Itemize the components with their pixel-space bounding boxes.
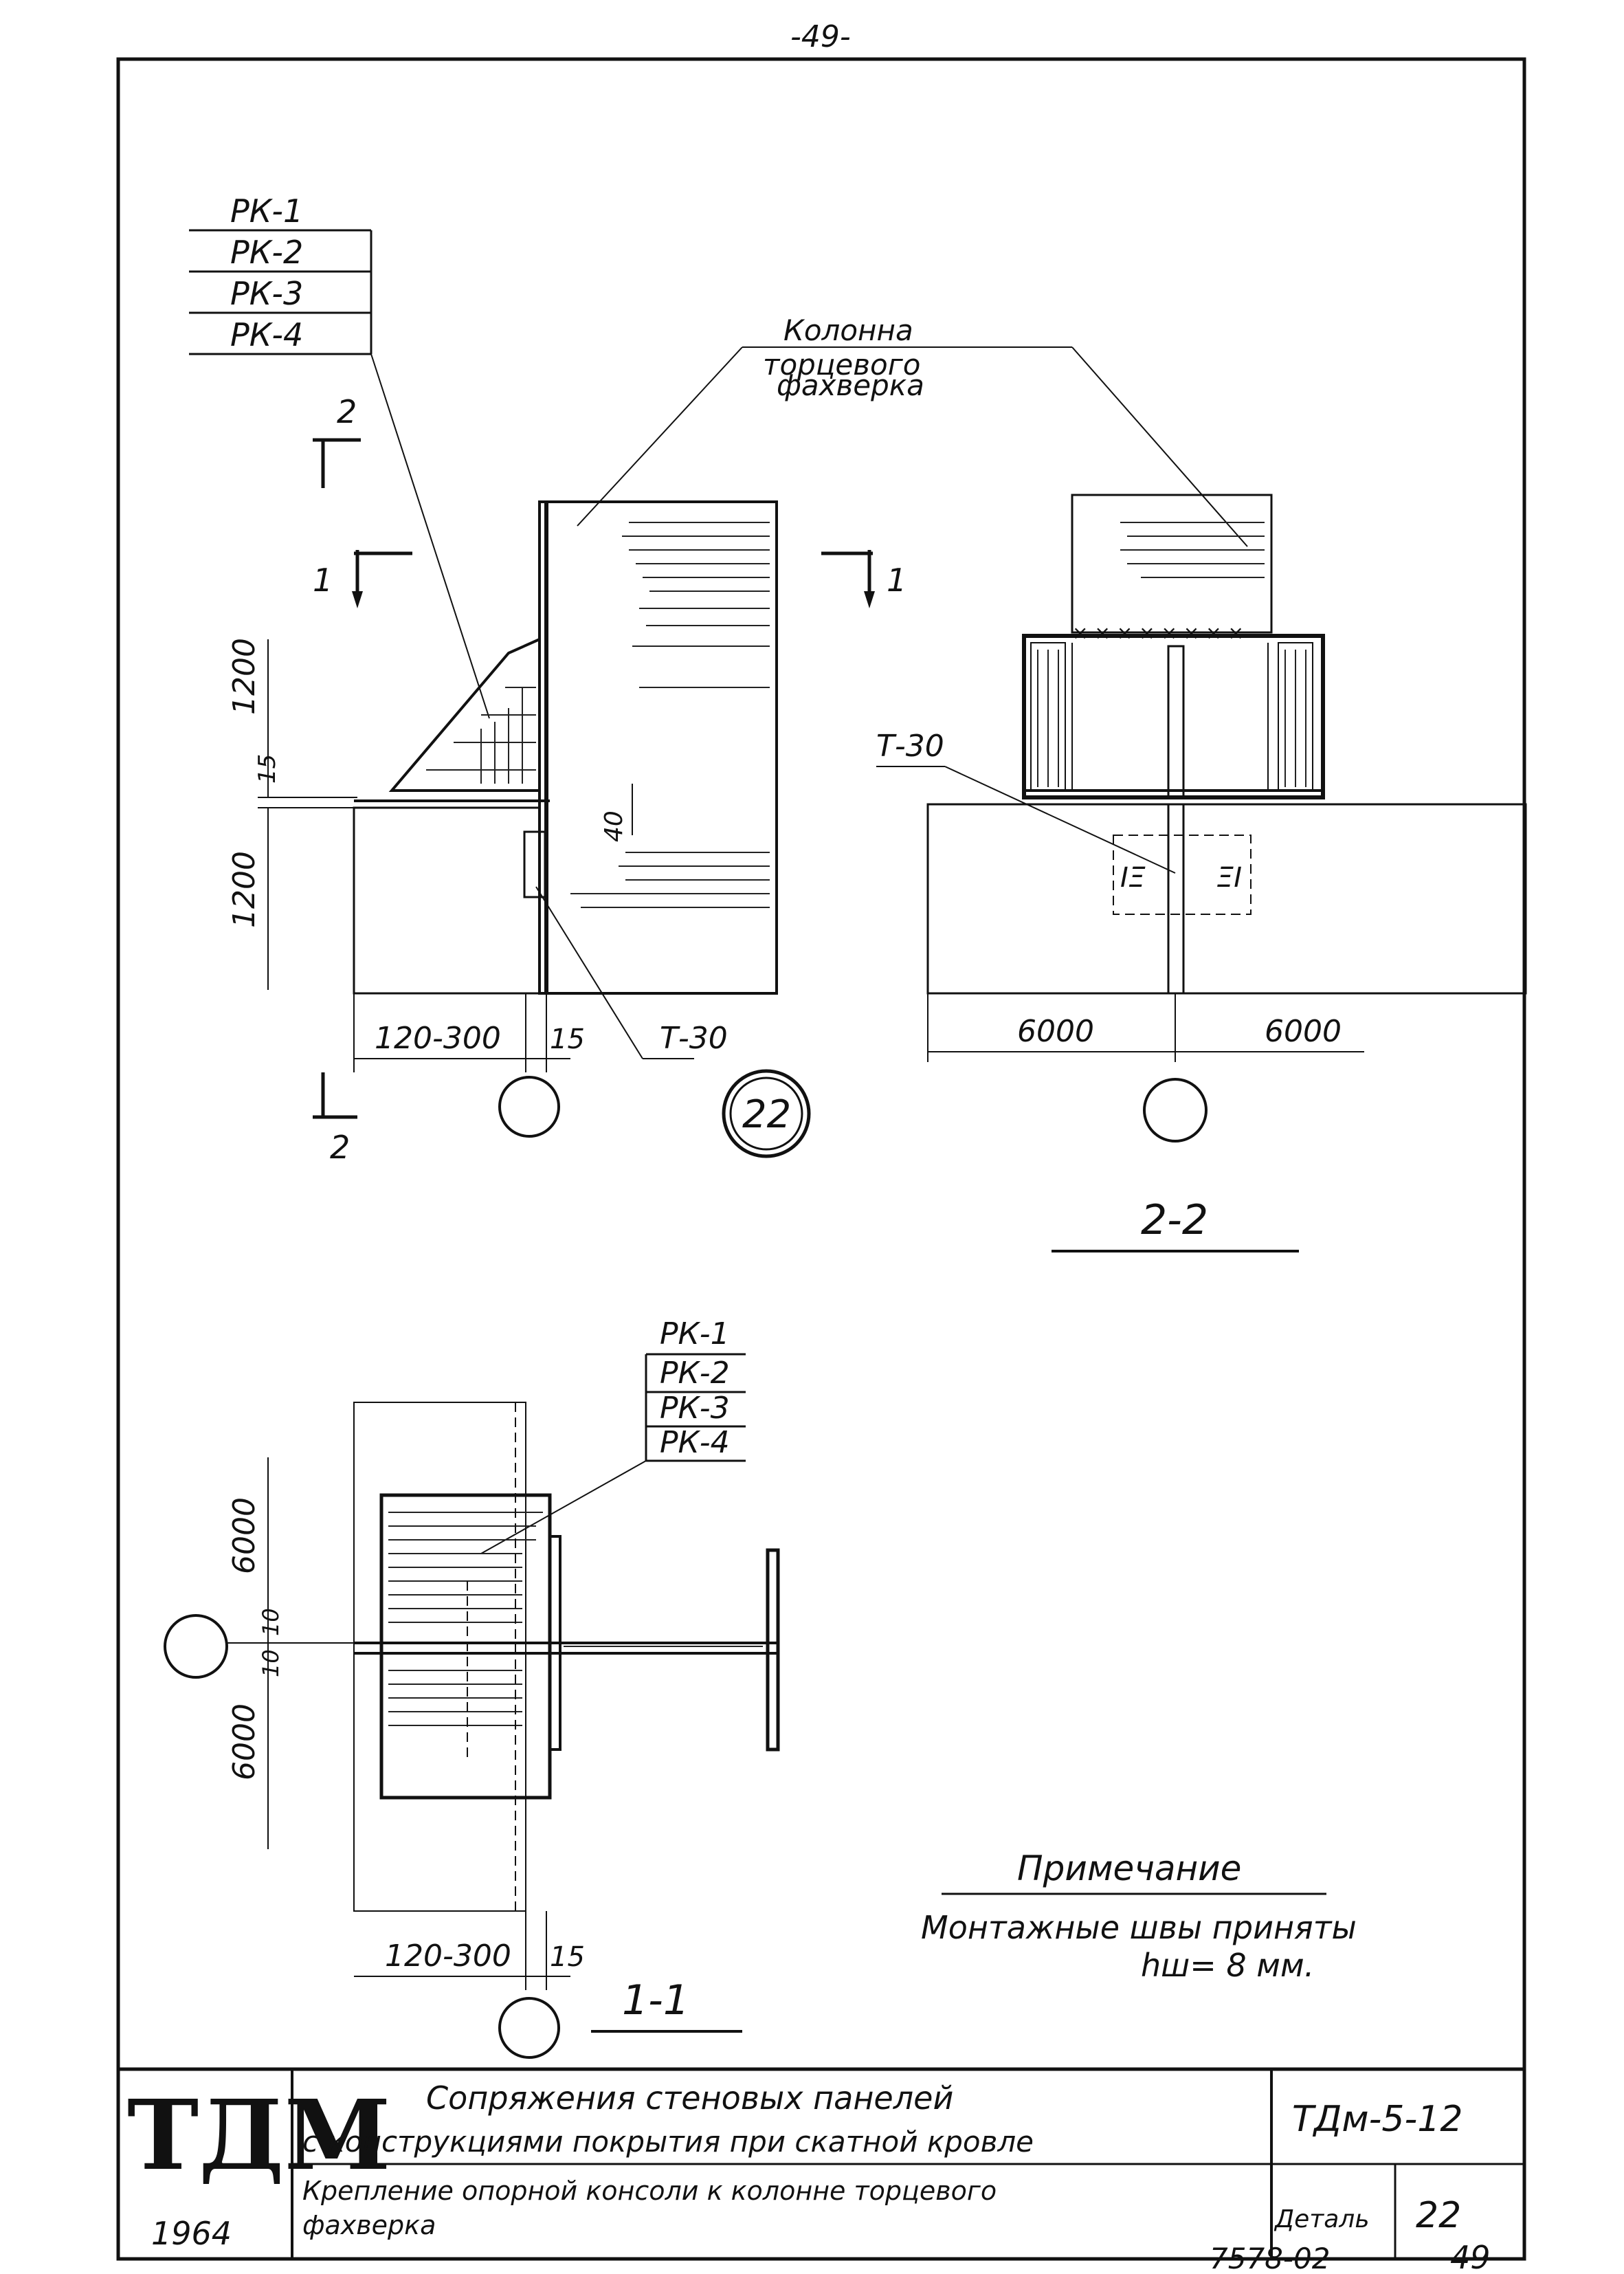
column-label-line1: Колонна <box>783 313 913 347</box>
section-mark-1-right: 1 <box>821 550 906 608</box>
subtitle-line2: фахверка <box>302 2210 436 2240</box>
title-block-year: 1964 <box>151 2215 232 2252</box>
dim-6000-right: 6000 <box>1265 1014 1342 1049</box>
panel-label-rk1-top: РК-1 <box>230 192 303 230</box>
axis-bubble-plan-left <box>164 1614 228 1679</box>
note-line2: hш= 8 мм. <box>1141 1947 1314 1984</box>
panel-label-rk4-bottom: РК-4 <box>660 1425 730 1460</box>
section-2-2-view: × × × × × × × × ΙΞ ΞΙ Т-30 6000 6000 2-2 <box>876 494 1527 1252</box>
section-mark-1-left-label: 1 <box>313 562 333 599</box>
dim-6000-plan-upper: 6000 <box>227 1497 262 1574</box>
dim-120-300-bottom: 120-300 <box>385 1939 511 1974</box>
subtitle-line1: Крепление опорной консоли к колонне торц… <box>302 2176 997 2206</box>
panel-label-rk2-bottom: РК-2 <box>660 1356 730 1391</box>
note-block: Примечание Монтажные швы приняты hш= 8 м… <box>921 1848 1357 1984</box>
console-bracket <box>388 637 541 792</box>
note-title: Примечание <box>1017 1848 1241 1888</box>
column-body-elevation <box>538 500 778 995</box>
column-hatch <box>570 522 770 908</box>
axis-bubble-elevation <box>498 1076 560 1138</box>
lower-panels-2-2 <box>926 803 1527 995</box>
panel-label-rk3-bottom: РК-3 <box>660 1391 730 1426</box>
section-mark-1-right-label: 1 <box>887 562 906 599</box>
dim-6000-plan-lower: 6000 <box>227 1703 262 1780</box>
dim-15-left: 15 <box>254 754 281 784</box>
svg-text:ΞΙ: ΞΙ <box>1216 862 1242 894</box>
section-mark-2-lower-label: 2 <box>330 1129 350 1166</box>
t30-label-left: Т-30 <box>660 1021 728 1056</box>
column-upper-2-2 <box>1071 494 1273 634</box>
dim-1200-upper: 1200 <box>227 638 262 715</box>
dim-6000-left: 6000 <box>1017 1014 1094 1049</box>
dim-40: 40 <box>600 810 628 842</box>
dim-120-300-top: 120-300 <box>375 1021 501 1056</box>
title-line1: Сопряжения стеновых панелей <box>426 2079 953 2117</box>
title-block-logo: ТДМ <box>127 2079 391 2192</box>
title-line2: с конструкциями покрытия при скатной кро… <box>302 2125 1034 2159</box>
note-line1: Монтажные швы приняты <box>921 1909 1357 1946</box>
lower-wall-panel <box>353 806 541 995</box>
archive-number: 7578-02 <box>1210 2242 1331 2274</box>
dim-15-top: 15 <box>550 1024 585 1055</box>
t30-label-right: Т-30 <box>876 729 944 764</box>
elevation-view: РК-1 РК-2 РК-3 РК-4 Колонна торцевого фа… <box>189 192 1248 1166</box>
column-label-line3: фахверка <box>777 368 924 402</box>
section-mark-2-upper-label: 2 <box>337 393 357 430</box>
detail-number-circle: 22 <box>722 1069 811 1158</box>
section-mark-1-left: 1 <box>313 550 412 608</box>
title-block-code: ТДм-5-12 <box>1292 2099 1462 2140</box>
section-2-2-title: 2-2 <box>1141 1196 1208 1244</box>
section-1-1-view: РК-1 РК-2 РК-3 РК-4 6000 6000 10 10 <box>164 1316 780 2059</box>
axis-bubble-2-2 <box>1143 1078 1208 1142</box>
dim-1200-lower: 1200 <box>227 851 262 928</box>
t30-plate-left <box>523 830 546 898</box>
svg-text:ΙΞ: ΙΞ <box>1120 862 1146 894</box>
section-mark-2-upper: 2 <box>313 393 361 488</box>
panel-label-rk4-top: РК-4 <box>230 316 303 353</box>
plan-panel-outline <box>353 1402 526 1912</box>
column-label: Колонна торцевого фахверка <box>577 313 1248 547</box>
detail-number-circle-label: 22 <box>742 1092 791 1137</box>
section-1-1-title: 1-1 <box>622 1976 689 2024</box>
dim-10-lower: 10 <box>258 1649 284 1677</box>
dim-15-bottom: 15 <box>550 1941 585 1973</box>
page-number-top: -49- <box>790 19 851 54</box>
panel-label-rk1-bottom: РК-1 <box>660 1316 730 1351</box>
panel-label-rk2-top: РК-2 <box>230 234 303 271</box>
title-block-detail-number: 22 <box>1416 2195 1461 2236</box>
column-label-line2: торцевого <box>763 348 920 382</box>
panel-list-top: РК-1 РК-2 РК-3 РК-4 <box>189 192 490 719</box>
title-block: ТДМ 1964 Сопряжения стеновых панелей с к… <box>118 2067 1524 2259</box>
section-mark-2-lower: 2 <box>313 1072 357 1166</box>
dim-10-upper: 10 <box>258 1608 284 1636</box>
svg-text:× × × × × × × ×: × × × × × × × × <box>1072 621 1244 644</box>
panel-label-rk3-top: РК-3 <box>230 275 303 312</box>
axis-bubble-plan-bottom <box>498 1997 560 2059</box>
sheet-frame <box>116 57 1526 2261</box>
title-block-detail-label: Деталь <box>1273 2205 1370 2233</box>
page-number-bottom: 49 <box>1450 2239 1491 2274</box>
